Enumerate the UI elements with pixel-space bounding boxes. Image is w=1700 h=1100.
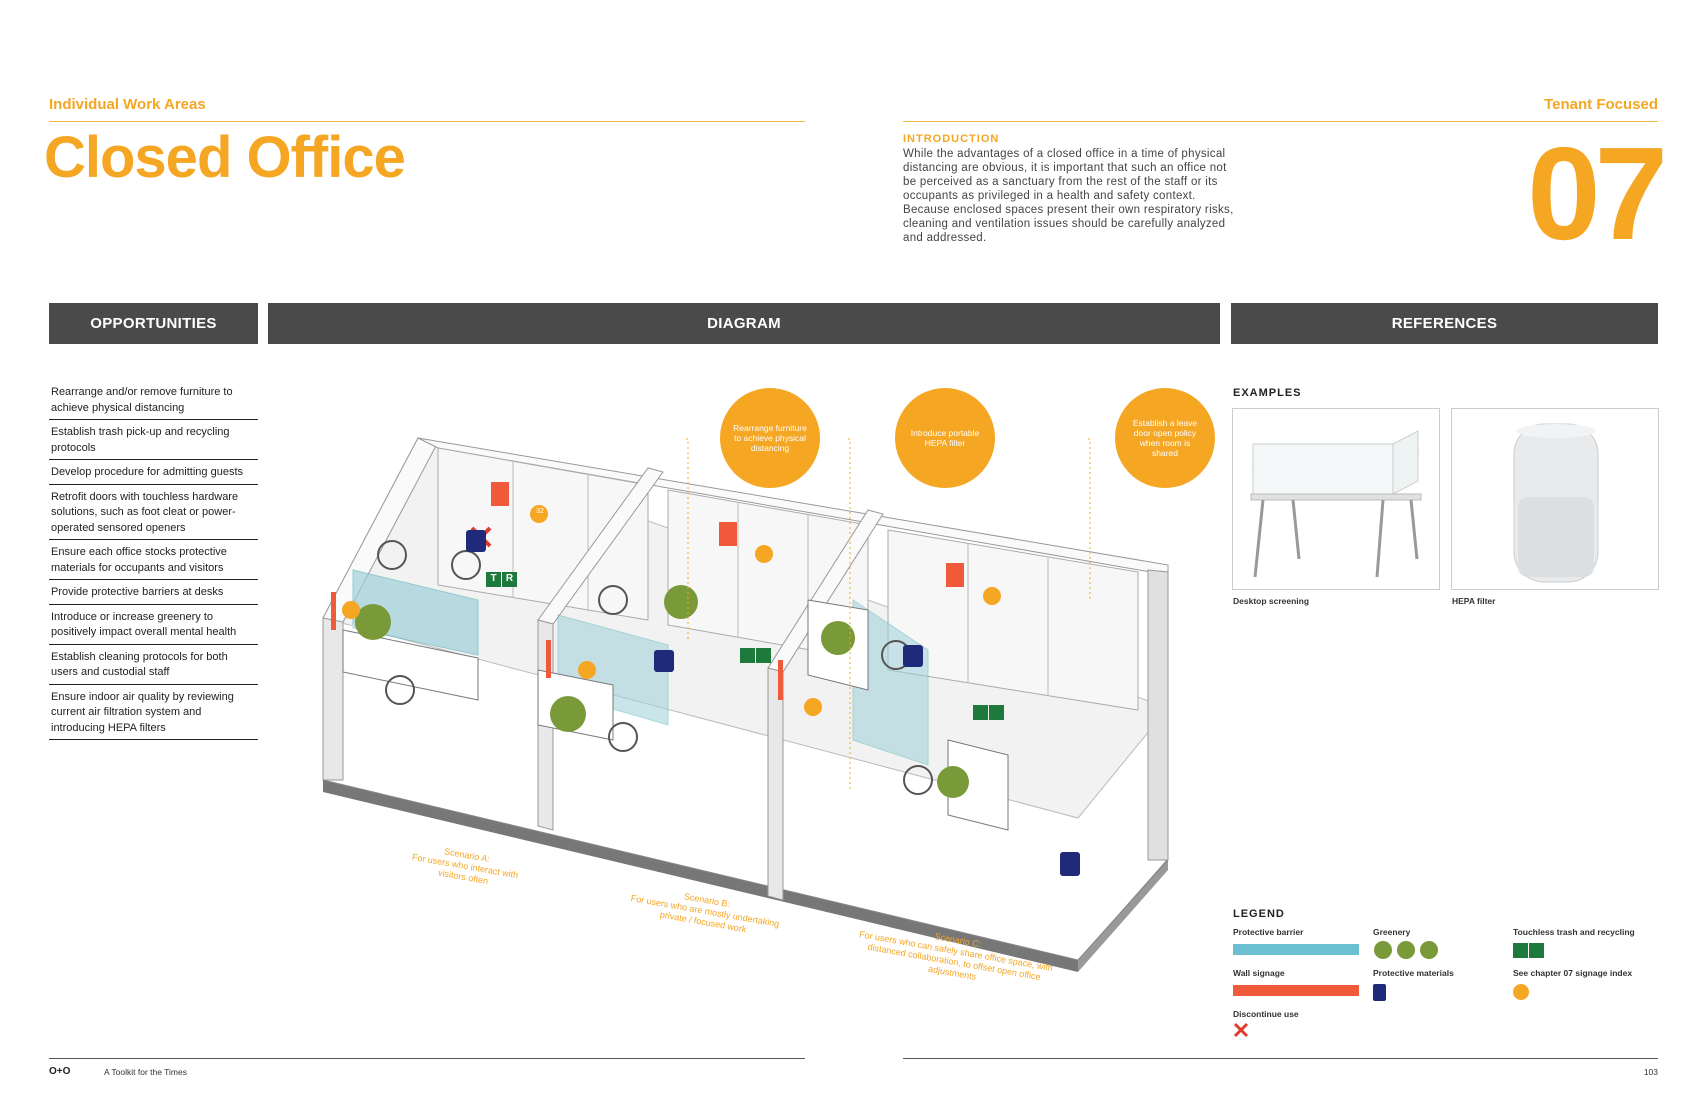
legend-label: Protective materials — [1373, 968, 1454, 978]
list-item: Ensure each office stocks protective mat… — [49, 544, 258, 580]
intro-text: While the advantages of a closed office … — [903, 148, 1234, 244]
intro-heading: INTRODUCTION — [903, 133, 1000, 145]
section-left: Individual Work Areas — [49, 96, 206, 113]
signage-number: 36 — [347, 625, 355, 632]
signage-number: 32 — [536, 508, 544, 515]
desk-screen-image — [1232, 408, 1440, 590]
callout-furniture: Rearrange furniture to achieve physical … — [720, 388, 820, 488]
list-item: Retrofit doors with touchless hardware s… — [49, 489, 258, 540]
office-axonometric-diagram — [322, 437, 1169, 972]
signage-dot-icon — [1513, 984, 1529, 1000]
red-x-icon — [1233, 1022, 1249, 1043]
hepa-filter-image — [1451, 408, 1659, 590]
hepa-filter-icon — [1513, 423, 1599, 583]
trash-label: T — [490, 573, 497, 584]
section-right: Tenant Focused — [1544, 96, 1658, 113]
legend-label: Wall signage — [1233, 968, 1285, 978]
list-item: Establish trash pick-up and recycling pr… — [49, 424, 258, 460]
header-rule-left — [49, 121, 805, 122]
list-item: Rearrange and/or remove furniture to ach… — [49, 384, 258, 420]
list-item: Develop procedure for admitting guests — [49, 464, 258, 485]
examples-heading: EXAMPLES — [1233, 387, 1302, 399]
legend-label: Greenery — [1373, 927, 1411, 937]
callout-hepa: Introduce portable HEPA filter — [895, 388, 995, 488]
list-item: Provide protective barriers at desks — [49, 584, 258, 605]
list-item: Introduce or increase greenery to positi… — [49, 609, 258, 645]
page-title: Closed Office — [44, 125, 406, 190]
legend-label: See chapter 07 signage index — [1513, 968, 1633, 978]
plant-icon — [1373, 940, 1443, 965]
diagram-header: DIAGRAM — [268, 303, 1220, 344]
barrier-swatch — [1233, 944, 1359, 955]
references-header: REFERENCES — [1231, 303, 1658, 344]
footer-rule-right — [903, 1058, 1658, 1059]
reference-caption: HEPA filter — [1452, 596, 1496, 606]
opportunities-list: Rearrange and/or remove furniture to ach… — [49, 384, 258, 744]
desk-screen-icon — [1250, 430, 1422, 578]
chapter-number: 07 — [1527, 120, 1668, 267]
publication-title: A Toolkit for the Times — [104, 1067, 187, 1077]
opportunities-header: OPPORTUNITIES — [49, 303, 258, 344]
trash-recycling-icon — [1513, 943, 1547, 964]
wall-signage-swatch — [1233, 985, 1359, 996]
header-rule-right — [903, 121, 1658, 122]
logo: O+O — [49, 1066, 71, 1077]
reference-caption: Desktop screening — [1233, 596, 1310, 606]
list-item: Ensure indoor air quality by reviewing c… — [49, 689, 258, 740]
legend-heading: LEGEND — [1233, 908, 1285, 920]
legend-label: Protective barrier — [1233, 927, 1304, 937]
recycle-label: R — [505, 573, 514, 584]
callout-door-policy: Establish a leave door open policy when … — [1115, 388, 1215, 488]
page-number: 103 — [1643, 1067, 1658, 1077]
spray-bottle-icon — [1373, 984, 1386, 1001]
footer-rule-left — [49, 1058, 805, 1059]
legend-label: Touchless trash and recycling — [1513, 927, 1635, 937]
list-item: Establish cleaning protocols for both us… — [49, 649, 258, 685]
legend-label: Discontinue use — [1233, 1009, 1299, 1019]
